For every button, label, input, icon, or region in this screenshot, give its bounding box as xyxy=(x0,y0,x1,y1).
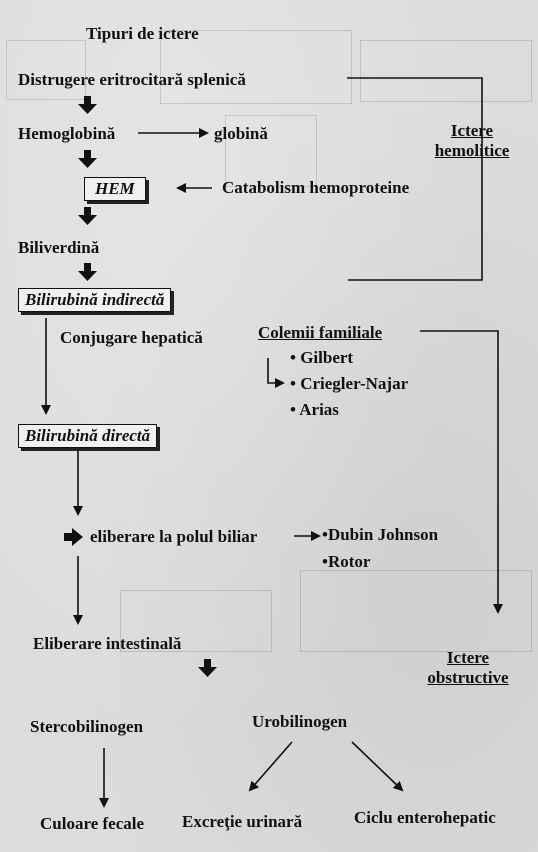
chevron-down-2 xyxy=(78,150,97,168)
arrow-colemii-bracket xyxy=(267,358,285,388)
colemii-item-label: Arias xyxy=(299,400,339,419)
bleed-through-box xyxy=(160,30,352,104)
node-distrugere: Distrugere eritrocitară splenică xyxy=(18,70,246,89)
arrow-colemii-obstructive xyxy=(420,330,503,614)
diagram-title: Tipuri de ictere xyxy=(86,24,199,43)
bleed-through-box xyxy=(300,570,532,652)
arrow-urobilinogen-ciclu xyxy=(351,741,404,792)
node-ciclu: Ciclu enterohepatic xyxy=(354,808,496,827)
polul-item-dubin: •Dubin Johnson xyxy=(322,525,439,544)
node-hemoglobina: Hemoglobină xyxy=(18,124,116,143)
node-globina: globină xyxy=(214,124,268,143)
bleed-through-box xyxy=(360,40,532,102)
colemii-item-label: Gilbert xyxy=(300,348,354,367)
node-eliberare-intestinala: Eliberare intestinală xyxy=(33,634,182,653)
chevron-right-polul xyxy=(64,528,83,546)
node-excretie-urinara: Excreţie urinară xyxy=(182,812,303,831)
node-bilirubina-directa: Bilirubină directă xyxy=(18,424,158,448)
colemii-item-criegler: • Criegler-Najar xyxy=(290,374,409,393)
bleed-through-box xyxy=(120,590,272,652)
colemii-item-gilbert: • Gilbert xyxy=(290,348,354,367)
ictere-hemolitice-line-2: hemolitice xyxy=(434,141,510,160)
chevron-down-1 xyxy=(78,96,97,114)
ictere-obstructive-line-1: Ictere xyxy=(446,648,490,667)
node-culoare-fecale: Culoare fecale xyxy=(40,814,145,833)
node-urobilinogen: Urobilinogen xyxy=(252,712,348,731)
node-bilirubina-indirecta: Bilirubină indirectă xyxy=(18,288,172,312)
colemii-item-label: Criegler-Najar xyxy=(300,374,409,393)
node-hem: HEM xyxy=(84,177,146,201)
ictere-hemolitice-line-1: Ictere xyxy=(450,121,494,140)
chevron-down-4 xyxy=(78,263,97,281)
bleed-through-box xyxy=(6,40,86,100)
node-stercobilinogen: Stercobilinogen xyxy=(30,717,144,736)
colemii-title: Colemii familiale xyxy=(258,323,383,342)
colemii-item-arias: • Arias xyxy=(290,400,339,419)
node-biliverdina: Biliverdină xyxy=(18,238,100,257)
node-eliberare-polul: eliberare la polul biliar xyxy=(90,527,258,546)
ictere-obstructive-line-2: obstructive xyxy=(427,668,509,687)
hemolitice-bracket xyxy=(347,77,483,281)
arrow-urobilinogen-excretie xyxy=(248,741,293,792)
chevron-down-5 xyxy=(198,659,217,677)
polul-item-rotor: •Rotor xyxy=(322,552,371,571)
node-conjugare: Conjugare hepatică xyxy=(60,328,203,347)
bleed-through-box xyxy=(225,115,317,187)
chevron-down-3 xyxy=(78,207,97,225)
node-catabolism: Catabolism hemoproteine xyxy=(222,178,410,197)
